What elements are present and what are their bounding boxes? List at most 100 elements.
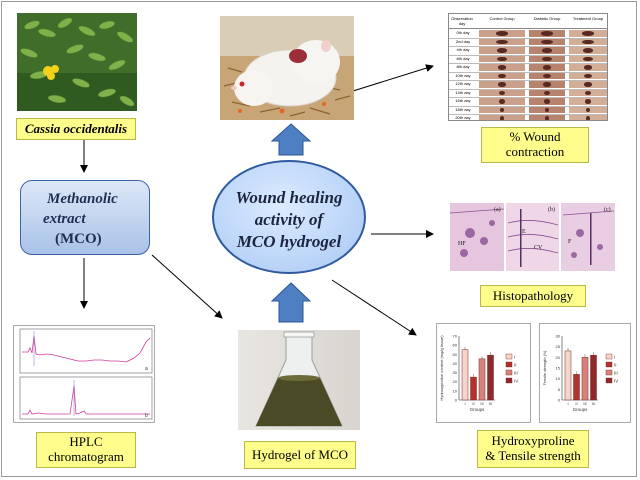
wound-thumbnail [479, 115, 525, 120]
wound-spot [498, 73, 506, 78]
rat-wound-photo [220, 16, 354, 120]
wound-spot [586, 116, 590, 120]
wound-thumbnail [529, 47, 565, 54]
center-line2: activity of [254, 210, 324, 229]
wound-thumbnail [479, 89, 525, 96]
wound-spot [584, 82, 592, 87]
wound-spot [542, 56, 552, 61]
bar [470, 376, 477, 401]
x-tick-label: III [480, 401, 483, 406]
wound-spot [544, 99, 550, 104]
wound-thumbnail [529, 72, 565, 79]
wound-thumbnail [529, 64, 565, 71]
wound-spot [498, 82, 506, 87]
legend-label: IV [614, 379, 618, 384]
wound-thumbnail [529, 89, 565, 96]
legend-label: II [614, 363, 617, 368]
table-cell-day: 14th day [455, 89, 471, 95]
wound-thumbnail [479, 98, 525, 105]
center-line3: MCO hydrogel [236, 232, 342, 251]
hydrogel-label-box: Hydrogel of MCO [244, 441, 356, 469]
legend-label: III [514, 371, 518, 376]
wound-thumbnail [569, 106, 607, 113]
hplc-line2: chromatogram [48, 449, 124, 464]
hplc-plots: a b [19, 328, 153, 420]
wound-spot [499, 99, 505, 104]
wound-thumbnail [569, 72, 607, 79]
legend-swatch [505, 353, 513, 360]
table-header-diabetic: Diabetic Group [533, 16, 561, 21]
wound-spot [585, 107, 591, 112]
x-tick-label: IV [592, 401, 596, 406]
arrow-mco-to-hydrogel [151, 254, 223, 319]
wound-spot [496, 31, 508, 36]
legend-label: IV [514, 379, 518, 384]
wound-spot [582, 31, 594, 36]
histo-slides: (a) (b) (c) E CV HF F [450, 203, 615, 271]
wound-thumbnail [569, 89, 607, 96]
wound-spot [496, 39, 508, 44]
table-cell-day: 10th day [455, 72, 471, 78]
hydrogel-label: Hydrogel of MCO [251, 446, 349, 462]
hplc-line1: HPLC [69, 434, 103, 450]
table-row: 10th day [449, 72, 607, 81]
mco-extract-box: Methanolic extract (MCO) [20, 180, 150, 255]
table-cell-day: 12th day [455, 81, 471, 86]
y-tick-label: 30 [556, 334, 561, 339]
y-tick-label: 5 [558, 387, 561, 392]
wound-thumbnail [529, 115, 565, 120]
wound-thumbnail [529, 55, 565, 62]
blue-arrow-to-mouse [270, 123, 312, 156]
wound-spot [545, 116, 549, 120]
legend-swatch [505, 377, 513, 384]
wound-thumbnail [569, 55, 607, 62]
wound-thumbnail [529, 81, 565, 88]
table-cell-day: 6th day [456, 55, 470, 61]
x-tick-label: I [464, 401, 465, 406]
legend-swatch [505, 361, 513, 368]
wound-thumbnail [569, 115, 607, 120]
wound-thumbnail [479, 106, 525, 113]
x-tick-label: II [472, 401, 474, 406]
histo-panel-c: (c) [604, 206, 611, 213]
wound-thumbnail [529, 98, 565, 105]
x-tick-label: I [567, 401, 568, 406]
blue-arrow-from-hydrogel [270, 282, 312, 323]
wound-thumbnail [479, 64, 525, 71]
wound-line2: contraction [505, 144, 565, 159]
wound-thumbnail [569, 81, 607, 88]
legend-label: I [614, 355, 615, 360]
table-cell-day: 4th day [456, 47, 470, 52]
wound-spot [584, 90, 592, 95]
table-row: 2nd day [449, 38, 607, 47]
legend-swatch [505, 369, 513, 376]
bar [581, 357, 589, 401]
wound-site [289, 49, 307, 63]
bar [590, 354, 597, 401]
y-tick-label: 40 [453, 361, 458, 366]
histopathology-label-box: Histopathology [480, 285, 586, 307]
wound-spot [584, 73, 592, 78]
table-row: 12th day [449, 80, 607, 90]
wound-thumbnail [569, 30, 607, 37]
wound-spot [542, 65, 552, 70]
y-tick-label: 20 [556, 355, 561, 360]
bar [478, 358, 486, 401]
table-cell-day: 8th day [456, 64, 470, 69]
wound-spot [543, 90, 551, 95]
legend-swatch [605, 353, 613, 360]
table-row: 4th day [449, 46, 607, 56]
arrow-center-to-hydroxy [331, 279, 417, 336]
table-row: 6th day [449, 55, 607, 64]
hplc-panel-a: a [145, 366, 148, 372]
table-row: 20th day [449, 114, 607, 120]
wound-label-box: % Wound contraction [481, 127, 589, 163]
y-axis-label: Tensile strength (N) [542, 350, 547, 385]
wound-spot [497, 65, 507, 70]
table-cell-day: 18th day [455, 106, 471, 112]
x-tick-label: IV [489, 401, 493, 406]
